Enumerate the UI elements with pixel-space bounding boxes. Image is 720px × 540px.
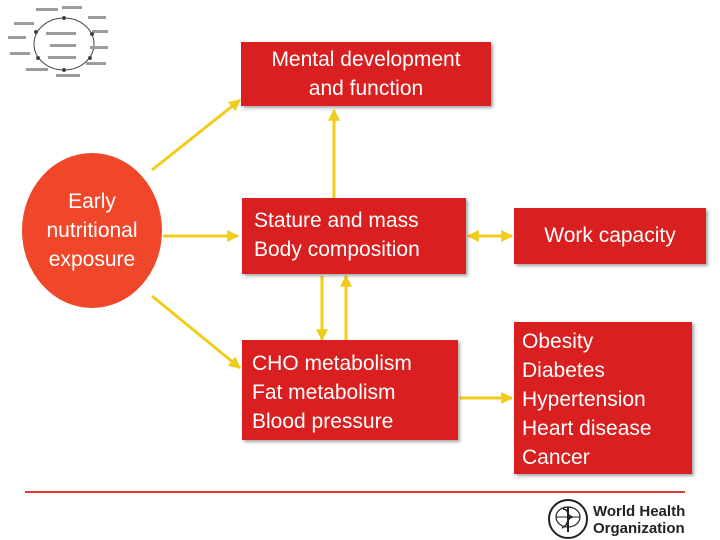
box-line: Hypertension	[522, 388, 646, 411]
box-line: Cancer	[522, 446, 590, 469]
box-line: Body composition	[254, 238, 420, 261]
footer-divider	[25, 491, 685, 493]
disease-outcomes-box: Obesity Diabetes Hypertension Heart dise…	[514, 322, 692, 474]
metabolism-box: CHO metabolism Fat metabolism Blood pres…	[242, 340, 458, 440]
cycle-diagram-thumbnail	[8, 6, 108, 77]
circle-line: nutritional	[46, 219, 138, 242]
mental-development-box: Mental development and function	[241, 42, 491, 106]
who-logo-text: World Health Organization	[593, 503, 685, 537]
box-line: Diabetes	[522, 359, 605, 382]
arrow-circle-to-metabolism	[151, 294, 241, 370]
box-line: Obesity	[522, 330, 594, 353]
box-line: Blood pressure	[252, 410, 394, 433]
box-line: and function	[308, 77, 424, 100]
box-line: Fat metabolism	[252, 381, 396, 404]
circle-line: exposure	[48, 248, 136, 271]
who-emblem-icon	[548, 499, 588, 539]
arrow-circle-to-mental	[151, 98, 241, 172]
box-line: Stature and mass	[254, 209, 419, 232]
work-capacity-box: Work capacity	[514, 208, 706, 264]
logo-line: Organization	[593, 520, 685, 537]
box-line: CHO metabolism	[252, 352, 412, 375]
early-nutritional-exposure-node: Early nutritional exposure	[22, 153, 162, 308]
circle-line: Early	[68, 190, 116, 213]
logo-line: World Health	[593, 503, 686, 520]
box-line: Heart disease	[522, 417, 652, 440]
box-line: Work capacity	[544, 224, 676, 247]
stature-composition-box: Stature and mass Body composition	[242, 198, 466, 274]
box-line: Mental development	[271, 48, 461, 71]
